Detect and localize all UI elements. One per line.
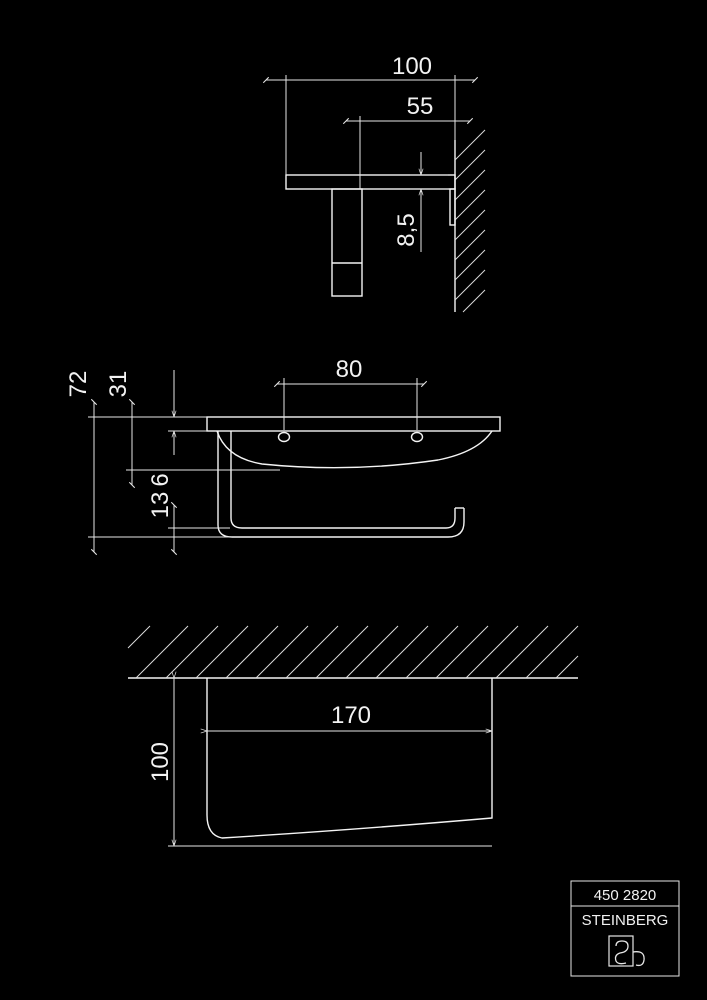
top-wall-hatch: [127, 625, 579, 679]
front-rod-inner: [230, 431, 456, 529]
front-hole-left: [277, 431, 291, 443]
top-shelf-outline: [206, 678, 493, 839]
dim-depth: 100: [147, 742, 174, 782]
article-number: 450 2820: [594, 887, 657, 904]
dim-height-plate: 31: [105, 371, 132, 398]
dim-height-rod-a: 6: [147, 473, 174, 486]
side-mount-bracket: [449, 188, 456, 226]
front-shelf-plate: [206, 416, 501, 432]
dim-hole-spacing: 80: [336, 356, 363, 383]
top-view: 170 100: [127, 625, 579, 846]
front-hole-right: [410, 431, 424, 443]
side-wall-hatch: [454, 129, 486, 313]
title-block-frame: [570, 880, 680, 977]
side-view: 100 55 8,5: [262, 53, 486, 313]
steinberg-logo-icon: [608, 935, 645, 967]
dim-plate-thickness: 8,5: [393, 213, 420, 246]
front-rod-outer: [217, 431, 465, 538]
dim-width: 170: [331, 702, 371, 729]
dim-width-rod: 55: [407, 93, 434, 120]
side-shelf-plate: [285, 174, 456, 190]
front-view: 80 72 31 6 13: [65, 356, 501, 556]
brand-name: STEINBERG: [582, 912, 669, 929]
dim-height-rod-b: 13: [147, 492, 174, 519]
title-block: 450 2820 STEINBERG: [570, 880, 680, 977]
front-plate-underside: [216, 430, 493, 469]
dim-width-overall: 100: [392, 53, 432, 80]
dim-height-total: 72: [65, 371, 92, 398]
side-rod: [331, 188, 363, 297]
